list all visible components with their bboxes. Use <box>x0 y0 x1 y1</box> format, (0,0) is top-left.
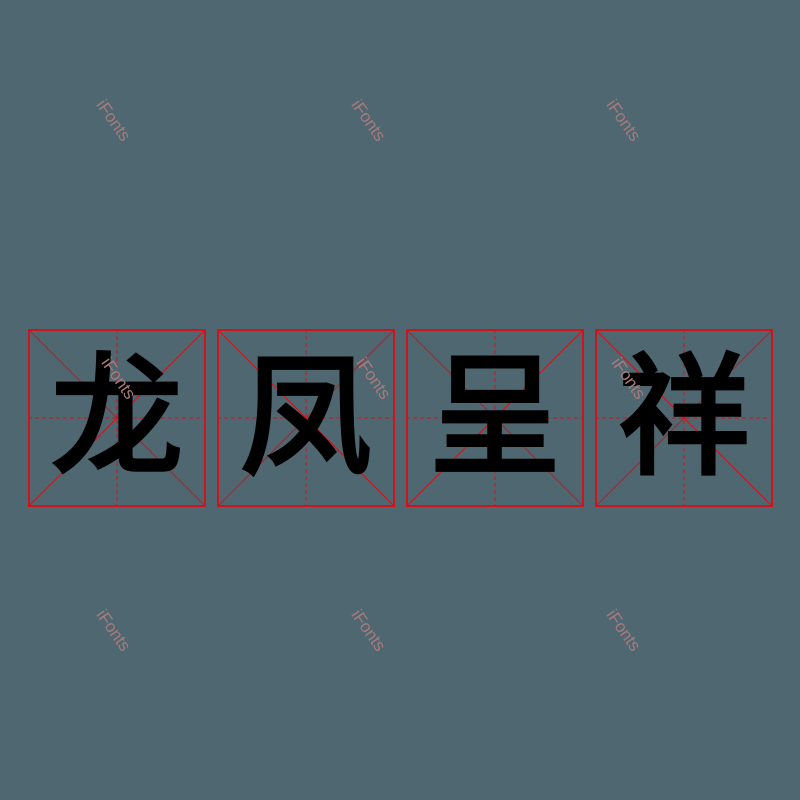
tianzige-grid <box>28 329 206 507</box>
watermark: iFonts <box>602 606 645 655</box>
character-box-4: 祥 <box>595 329 773 507</box>
character-box-2: 凤 <box>217 329 395 507</box>
watermark: iFonts <box>92 96 135 145</box>
watermark: iFonts <box>92 606 135 655</box>
watermark: iFonts <box>602 96 645 145</box>
tianzige-grid <box>595 329 773 507</box>
character-box-1: 龙 <box>28 329 206 507</box>
tianzige-grid <box>406 329 584 507</box>
character-glyph: 祥 <box>618 341 750 495</box>
tianzige-grid <box>217 329 395 507</box>
character-glyph: 呈 <box>429 341 561 495</box>
character-glyph: 凤 <box>240 341 372 495</box>
character-glyph: 龙 <box>51 341 183 495</box>
watermark: iFonts <box>347 606 390 655</box>
watermark: iFonts <box>347 96 390 145</box>
character-box-3: 呈 <box>406 329 584 507</box>
